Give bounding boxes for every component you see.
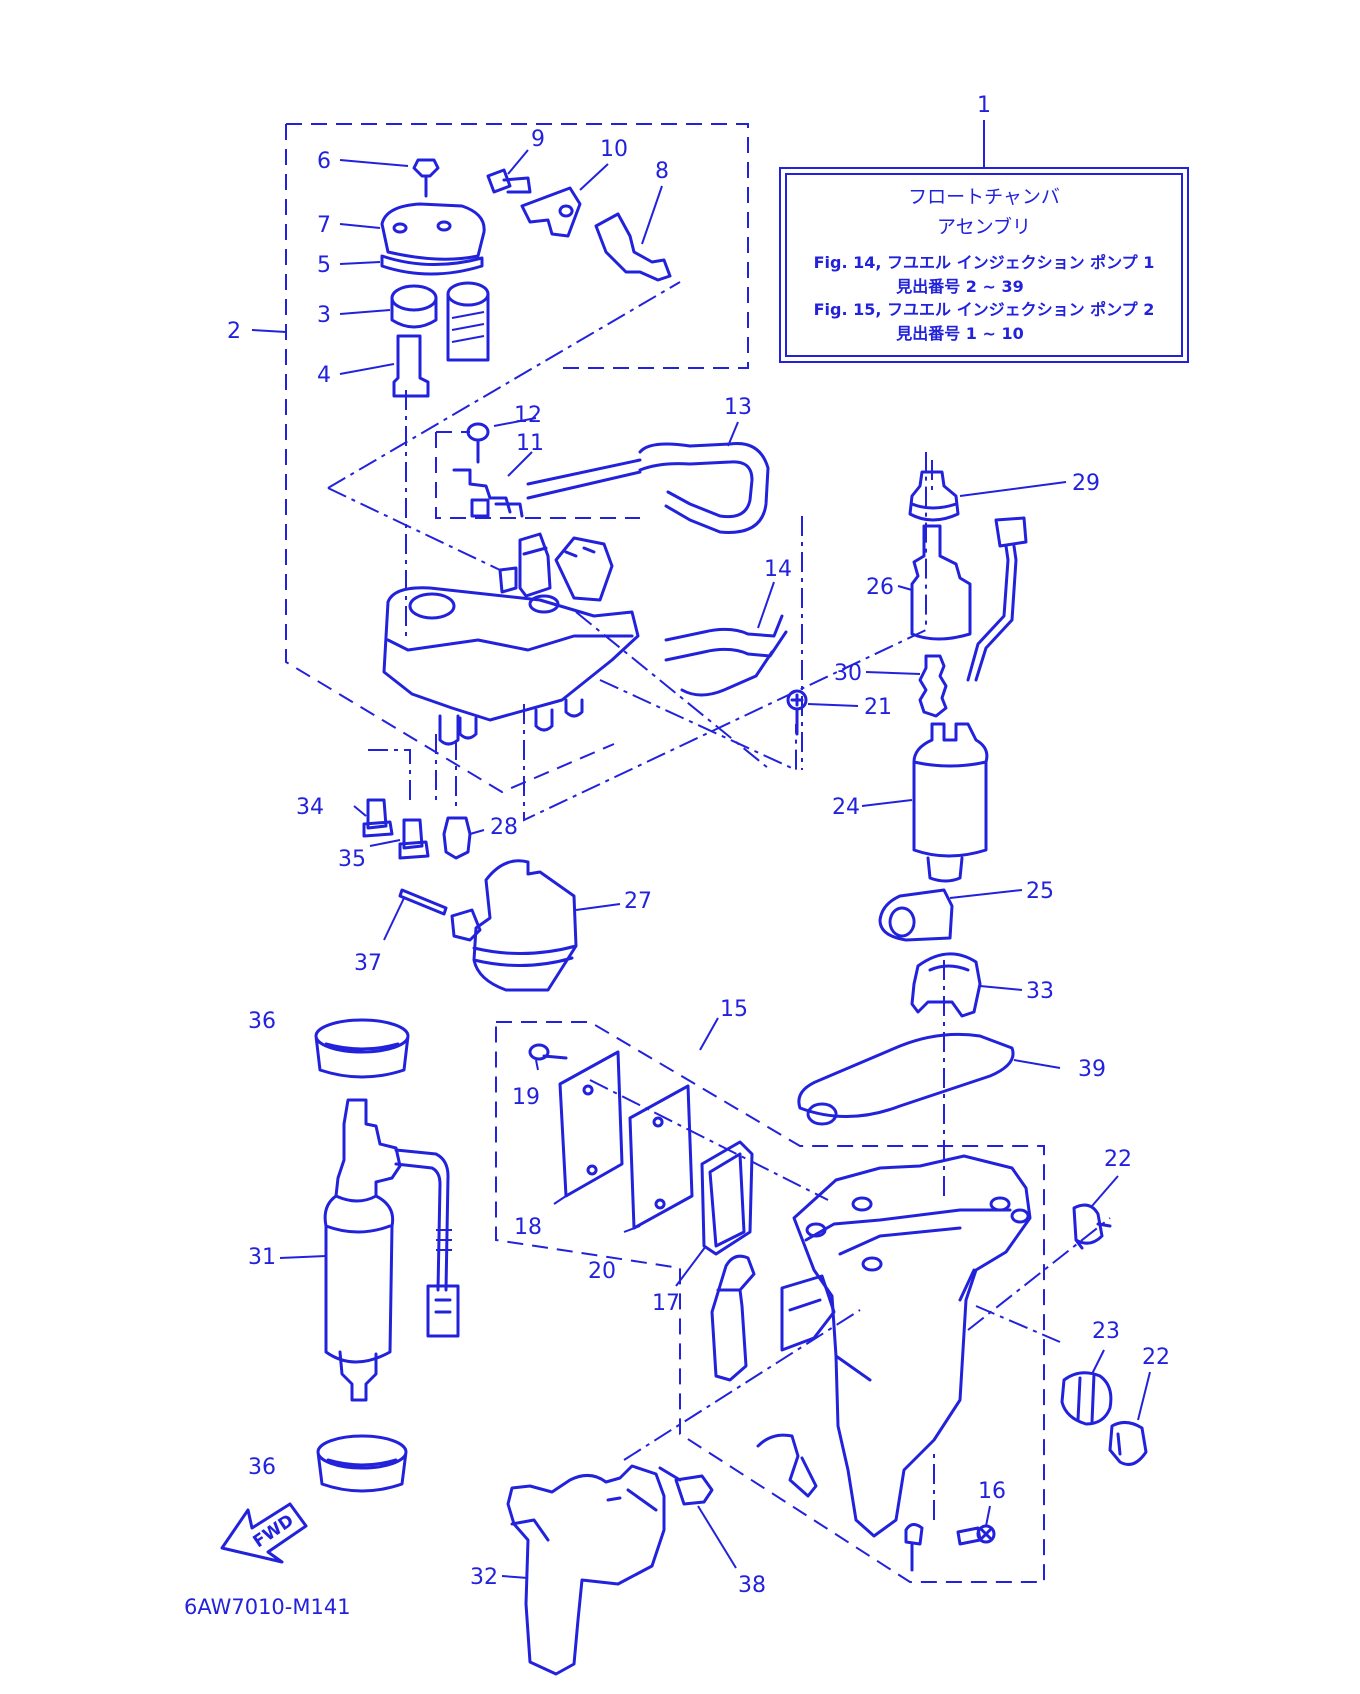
ref1-sub: 見出番号 2 ~ 39 bbox=[895, 277, 1024, 296]
part-3-holder bbox=[390, 281, 490, 362]
label-19: 19 bbox=[512, 1085, 540, 1110]
center-lines bbox=[327, 281, 1111, 1520]
part-22-grommet-bottom bbox=[1108, 1421, 1148, 1466]
part-38-bolt bbox=[658, 1466, 714, 1506]
label-5: 5 bbox=[317, 253, 331, 278]
title-line2: アセンブリ bbox=[937, 215, 1031, 238]
label-37: 37 bbox=[354, 951, 382, 976]
label-23: 23 bbox=[1092, 1319, 1120, 1344]
label-18: 18 bbox=[514, 1215, 542, 1240]
part-16-screw bbox=[956, 1524, 996, 1546]
label-31: 31 bbox=[248, 1245, 276, 1270]
label-25: 25 bbox=[1026, 879, 1054, 904]
ref2: Fig. 15, フユエル インジェクション ポンプ 2 bbox=[814, 300, 1155, 319]
label-6: 6 bbox=[317, 149, 331, 174]
group-boundaries bbox=[285, 123, 1045, 1583]
label-12: 12 bbox=[514, 403, 542, 428]
leader-lines bbox=[251, 149, 1151, 1579]
part-33-holder bbox=[910, 952, 982, 1018]
label-36b: 36 bbox=[248, 1455, 276, 1480]
part-22-grommet-top bbox=[1072, 1203, 1112, 1250]
part-39-gasket bbox=[797, 1032, 1015, 1126]
part-20-plate bbox=[628, 1084, 694, 1230]
label-34: 34 bbox=[296, 795, 324, 820]
label-3: 3 bbox=[317, 303, 331, 328]
label-11: 11 bbox=[516, 431, 544, 456]
title-line1: フロートチャンバ bbox=[908, 186, 1060, 208]
part-17-gasket bbox=[700, 1140, 754, 1256]
fwd-label: FWD bbox=[250, 1511, 298, 1552]
label-29: 29 bbox=[1072, 471, 1100, 496]
part-30-cushion bbox=[918, 654, 948, 718]
part-18-plate bbox=[558, 1050, 624, 1198]
part-11-fitting bbox=[452, 468, 524, 518]
part-float-chamber bbox=[792, 1154, 1032, 1538]
part-23-grommet bbox=[1060, 1371, 1113, 1426]
label-15: 15 bbox=[720, 997, 748, 1022]
label-7: 7 bbox=[317, 213, 331, 238]
part-12-screw bbox=[466, 422, 490, 464]
part-labels: 1 2 3 4 5 6 7 8 9 10 11 12 13 14 15 16 1… bbox=[227, 93, 1170, 1598]
part-31-pump bbox=[323, 1098, 402, 1364]
label-9: 9 bbox=[531, 127, 545, 152]
part-19-screw bbox=[528, 1043, 568, 1061]
part-36-ring-bottom bbox=[316, 1434, 408, 1493]
part-34-bolt bbox=[362, 798, 394, 838]
label-16: 16 bbox=[978, 1479, 1006, 1504]
label-4: 4 bbox=[317, 363, 331, 388]
title-box: フロートチャンバ アセンブリ Fig. 14, フユエル インジェクション ポン… bbox=[779, 120, 1189, 363]
part-5-gasket bbox=[380, 254, 484, 276]
part-4-sleeve bbox=[392, 334, 430, 398]
label-13: 13 bbox=[724, 395, 752, 420]
ref2-sub: 見出番号 1 ~ 10 bbox=[895, 324, 1024, 343]
fwd-arrow-icon: FWD bbox=[220, 1502, 308, 1564]
part-10-bracket bbox=[520, 186, 582, 238]
label-21: 21 bbox=[864, 695, 892, 720]
label-24: 24 bbox=[832, 795, 860, 820]
diagram-code: 6AW7010-M141 bbox=[184, 1595, 351, 1619]
part-24-pump bbox=[912, 722, 989, 883]
part-28-nozzle bbox=[442, 816, 472, 860]
label-38: 38 bbox=[738, 1573, 766, 1598]
label-22b: 22 bbox=[1142, 1345, 1170, 1370]
part-25-strainer bbox=[878, 888, 954, 942]
label-20: 20 bbox=[588, 1259, 616, 1284]
label-17: 17 bbox=[652, 1291, 680, 1316]
part-21-screw bbox=[786, 689, 808, 736]
part-13-hose bbox=[638, 442, 770, 534]
part-6-screw bbox=[412, 158, 440, 198]
label-1: 1 bbox=[977, 93, 991, 118]
part-32-bracket bbox=[506, 1464, 666, 1676]
part-26-filter bbox=[910, 524, 972, 641]
label-39: 39 bbox=[1078, 1057, 1106, 1082]
part-9-bolt bbox=[486, 168, 532, 194]
label-26: 26 bbox=[866, 575, 894, 600]
label-8: 8 bbox=[655, 159, 669, 184]
label-14: 14 bbox=[764, 557, 792, 582]
ref1: Fig. 14, フユエル インジェクション ポンプ 1 bbox=[814, 253, 1155, 272]
label-36a: 36 bbox=[248, 1009, 276, 1034]
label-27: 27 bbox=[624, 889, 652, 914]
label-10: 10 bbox=[600, 137, 628, 162]
part-harness bbox=[966, 516, 1028, 682]
part-14-hose bbox=[664, 614, 788, 697]
parts: FWD bbox=[220, 158, 1148, 1676]
label-2: 2 bbox=[227, 319, 241, 344]
pump-body bbox=[382, 586, 640, 722]
label-28: 28 bbox=[490, 815, 518, 840]
part-37-pin bbox=[398, 888, 482, 942]
part-36-ring-top bbox=[314, 1018, 410, 1079]
part-8-sensor bbox=[594, 212, 672, 282]
part-27-housing bbox=[472, 859, 578, 992]
label-30: 30 bbox=[834, 661, 862, 686]
label-32: 32 bbox=[470, 1565, 498, 1590]
label-22a: 22 bbox=[1104, 1147, 1132, 1172]
part-7-cover bbox=[380, 202, 486, 261]
label-35: 35 bbox=[338, 847, 366, 872]
part-29-grommet bbox=[908, 470, 960, 522]
part-35-bolt bbox=[398, 818, 430, 860]
label-33: 33 bbox=[1026, 979, 1054, 1004]
